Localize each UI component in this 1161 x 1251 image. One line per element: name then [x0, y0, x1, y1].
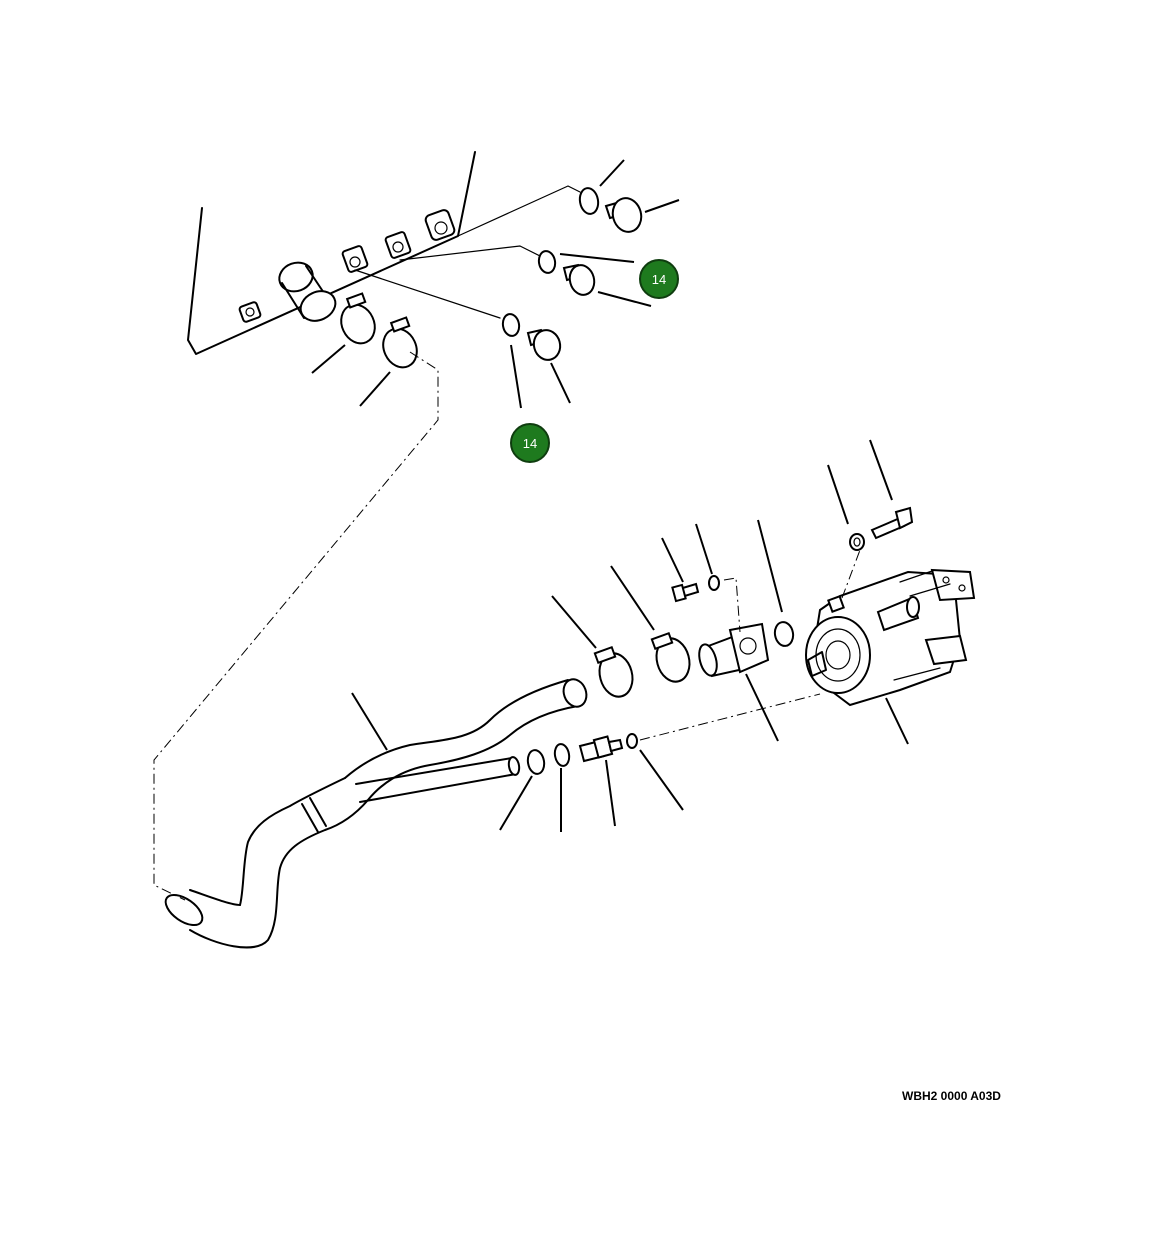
hose-clamp-lower-2 — [650, 631, 691, 683]
plug-3 — [526, 328, 562, 361]
plug-1 — [604, 197, 643, 233]
union-fitting-1 — [341, 245, 369, 273]
flange-o-ring — [773, 621, 795, 647]
nipple-fitting — [578, 735, 624, 763]
bolt-large — [870, 506, 914, 540]
callout-marker-14-upper[interactable]: 14 — [639, 259, 679, 299]
o-ring-2 — [537, 250, 557, 274]
branch-pipe — [355, 756, 521, 803]
o-ring-3 — [501, 313, 521, 337]
main-hose — [164, 678, 588, 949]
leader-lines-upper — [311, 159, 680, 409]
hydraulic-pump — [805, 568, 976, 707]
hose-clamp-small-1 — [526, 749, 546, 775]
washer-large — [849, 533, 865, 551]
hose-clamp-small-2 — [553, 743, 571, 767]
hose-clamp-upper-2 — [382, 316, 418, 369]
callout-marker-14-lower[interactable]: 14 — [510, 423, 550, 463]
tank-panel-outline — [187, 151, 476, 355]
hose-clamp-lower-1 — [593, 645, 634, 698]
elbow-fitting — [278, 261, 337, 322]
small-nut — [238, 301, 262, 323]
union-fitting-3 — [424, 209, 456, 241]
drawing-reference-code: WBH2 0000 A03D — [902, 1089, 1001, 1103]
plug-2 — [562, 263, 596, 296]
flange-connector — [698, 622, 770, 678]
washer-small — [708, 575, 720, 591]
leader-lines-lower — [351, 439, 909, 832]
dashed-connection-lines — [153, 351, 861, 901]
bolt-small — [671, 582, 700, 603]
seal-ring-small — [626, 733, 638, 749]
o-ring-1 — [578, 187, 600, 215]
hose-clamp-upper-1 — [340, 292, 376, 345]
union-fitting-2 — [384, 231, 412, 259]
